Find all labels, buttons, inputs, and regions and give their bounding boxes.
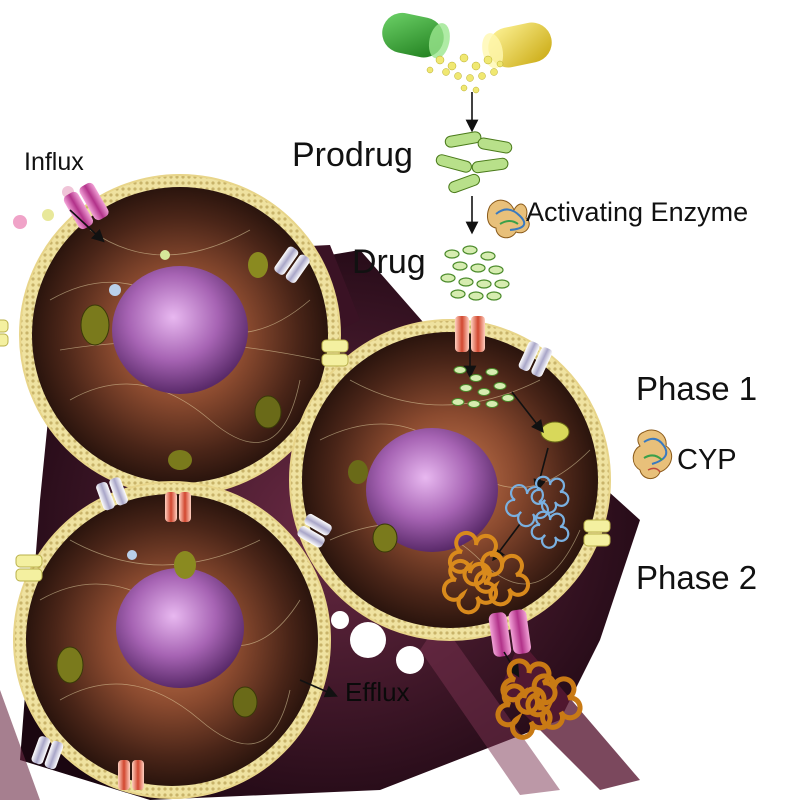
yellow-transporter (0, 319, 9, 347)
capsule-icon (382, 12, 552, 94)
yellow-transporter (583, 519, 611, 547)
yellow-transporter (15, 554, 43, 582)
activating-enzyme-label: Activating Enzyme (526, 197, 749, 227)
organelles (80, 250, 282, 470)
influx-particles (13, 186, 74, 229)
drug-entry-transporter (455, 316, 485, 352)
organelles (56, 550, 258, 718)
cell-top-left (13, 174, 341, 496)
phase1-label: Phase 1 (636, 370, 758, 407)
organelles (348, 421, 570, 553)
prodrug-molecules (435, 131, 513, 194)
phase2-label: Phase 2 (636, 559, 758, 596)
drug-molecules (440, 245, 510, 301)
cell-bottom-left (13, 481, 331, 799)
cell-right (289, 319, 611, 641)
grey-transporter (96, 477, 128, 511)
grey-transporter (31, 736, 64, 770)
effluxed-metabolites (495, 658, 583, 740)
grey-transporter (297, 513, 332, 548)
grey-transporter (274, 246, 310, 283)
nucleus (116, 568, 244, 688)
phase1-metabolites (505, 475, 570, 549)
intracellular-drug-molecules (451, 366, 515, 408)
efflux-transporter (488, 609, 531, 657)
pill-granules (426, 53, 504, 94)
influx-label: Influx (24, 148, 84, 176)
nucleus (112, 266, 248, 394)
protein-structure-icon (487, 199, 530, 239)
junction-transporter (165, 492, 191, 522)
junction-transporter (118, 760, 144, 790)
nucleus (366, 428, 498, 552)
efflux-bubbles (331, 611, 424, 674)
phase2-metabolites (441, 530, 531, 615)
cyp-protein-icon (632, 429, 673, 479)
flow-arrows (69, 92, 549, 698)
influx-transporter (63, 182, 109, 230)
transporters (0, 182, 611, 790)
yellow-transporter (321, 339, 349, 367)
efflux-label: Efflux (345, 677, 410, 707)
prodrug-label: Prodrug (292, 136, 413, 174)
cyp-label: CYP (677, 444, 737, 476)
drug-label: Drug (352, 243, 426, 281)
grey-transporter (518, 341, 553, 377)
